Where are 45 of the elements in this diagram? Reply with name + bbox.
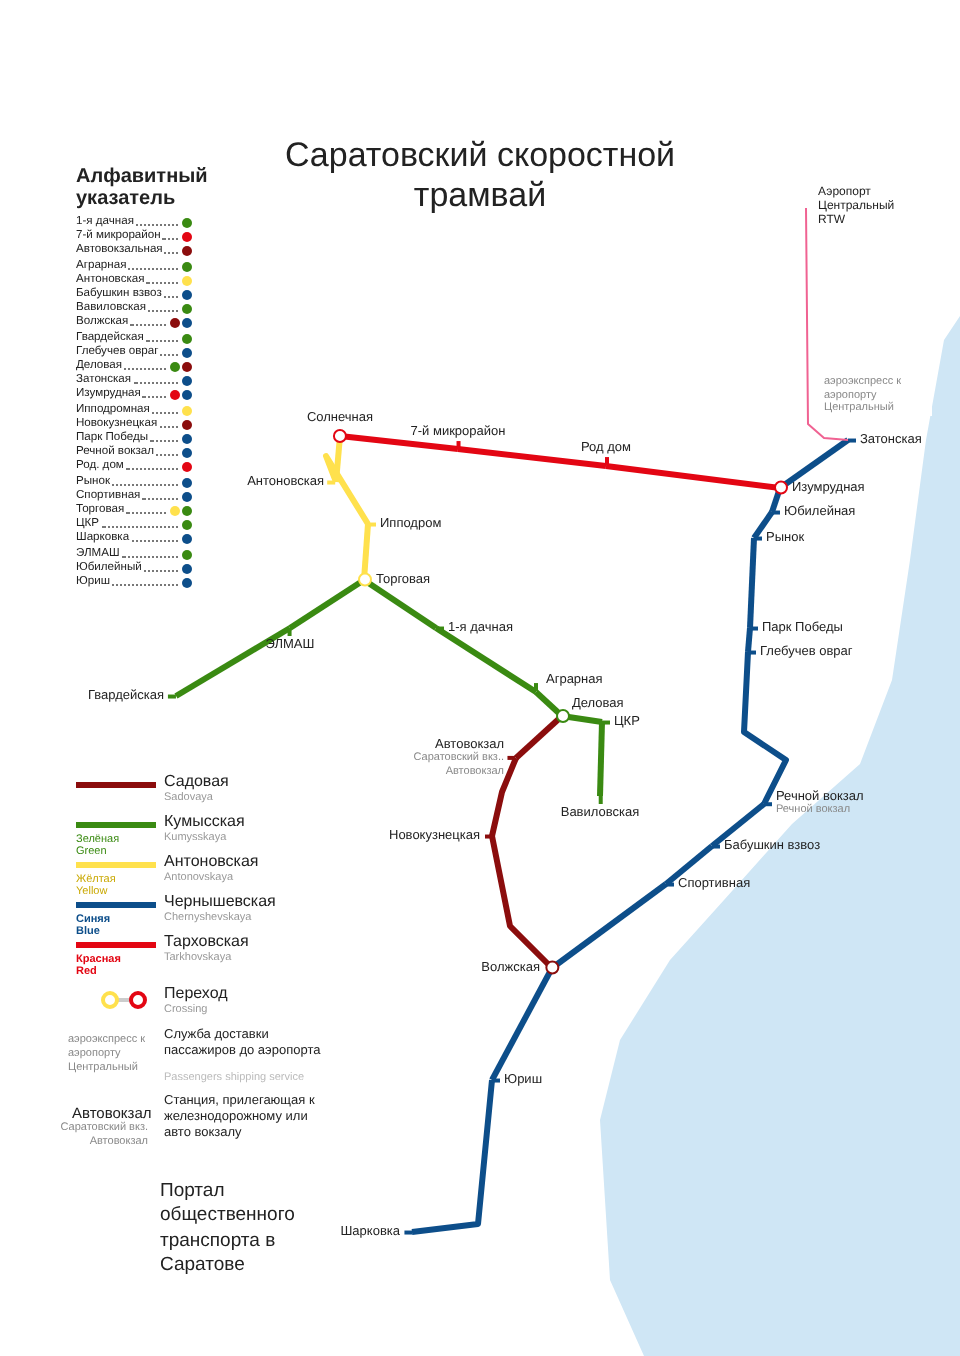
route-line	[769, 487, 783, 513]
station-label	[413, 737, 516, 779]
label-text: Портал общественного транспорта в Саратове	[160, 1180, 297, 1279]
route-line	[174, 625, 292, 699]
station-label	[764, 790, 864, 818]
route-line	[323, 453, 371, 526]
station-label	[754, 530, 805, 546]
station-label	[492, 1072, 543, 1088]
route-line	[434, 625, 538, 695]
legend-text: Антоновская	[164, 852, 261, 872]
route-line	[747, 537, 757, 629]
legend-text: Переход	[164, 984, 230, 1004]
station-label	[536, 673, 603, 692]
station-label	[368, 516, 442, 532]
route-line	[513, 713, 565, 761]
legend-text: Кумысская	[164, 812, 247, 832]
legend-text: Тарховская	[164, 932, 251, 952]
station-label	[436, 620, 513, 636]
station-label	[340, 1224, 412, 1240]
route-line	[489, 966, 555, 1082]
route-line	[288, 577, 366, 631]
station-label	[560, 796, 640, 821]
route-line	[362, 577, 438, 631]
route-line	[710, 801, 766, 849]
route-line	[489, 835, 555, 971]
legend-text: Чернышевская	[164, 892, 278, 912]
route-line	[805, 207, 849, 441]
route-line	[745, 627, 753, 653]
station-label	[602, 714, 640, 730]
station-label	[364, 572, 431, 588]
route-line	[457, 446, 607, 469]
index-heading: Алфавитный указатель	[76, 166, 210, 210]
station-label	[848, 432, 922, 448]
title: Саратовский скоростной трамвай	[282, 136, 678, 218]
route-line	[597, 721, 605, 797]
station-label	[265, 628, 315, 653]
station-label	[410, 424, 506, 449]
route-line	[489, 756, 519, 837]
station-label	[581, 441, 631, 466]
route-line	[411, 1079, 495, 1235]
route-line	[741, 651, 789, 806]
route-line	[751, 510, 775, 540]
route-line	[664, 843, 714, 887]
legend-text: Садовая	[164, 772, 231, 792]
route-line	[533, 689, 565, 719]
